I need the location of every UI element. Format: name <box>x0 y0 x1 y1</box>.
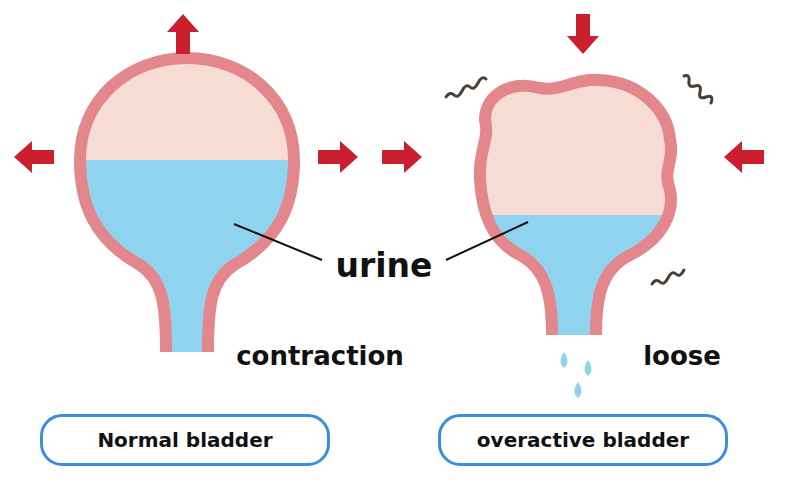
pressure-arrows <box>14 14 764 173</box>
spasm-squiggles <box>446 76 712 284</box>
urine-drops <box>561 352 592 398</box>
normal-bladder <box>80 58 294 352</box>
urine-label: urine <box>336 248 433 284</box>
overactive-bladder <box>480 80 671 335</box>
caption-box: overactive bladder <box>438 414 728 466</box>
caption-box: Normal bladder <box>40 414 330 466</box>
caption-text: overactive bladder <box>477 428 689 452</box>
contraction-label: contraction <box>236 342 404 371</box>
loose-label: loose <box>643 342 721 371</box>
caption-text: Normal bladder <box>97 428 272 452</box>
